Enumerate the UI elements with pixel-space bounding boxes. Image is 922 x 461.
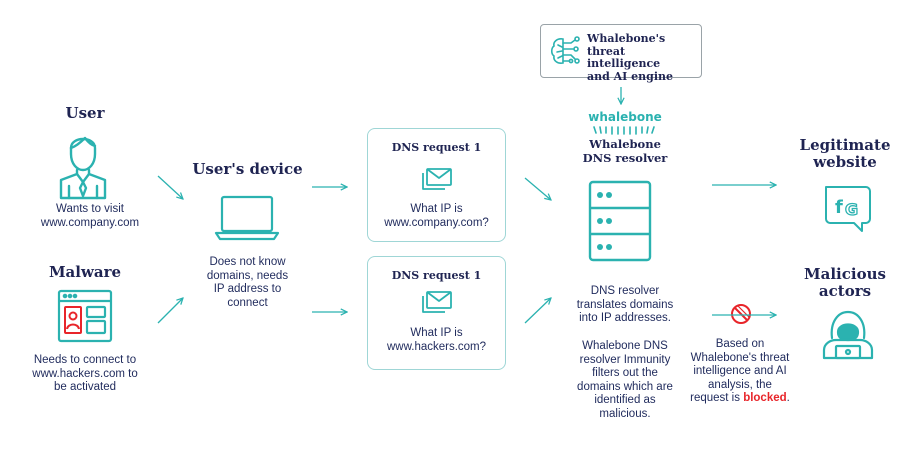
blocked-word: blocked [743,392,787,404]
resolver-immunity-line3: filters out the [592,367,658,379]
block-note-line5-prefix: request is [690,392,744,404]
ai-engine-line1: Whalebone's [587,32,666,45]
malware-desc: Needs to connect to www.hackers.com to b… [10,354,160,395]
malicious-title: Malicious actors [790,266,900,300]
person-icon [59,136,107,200]
resolver-immunity-line4: domains which are [577,380,673,393]
resolver-immunity-line2: resolver Immunity [579,353,671,366]
laptop-icon [214,195,280,241]
resolver-immunity-line1: Whalebone DNS [582,340,668,352]
ai-engine-line2: threat intelligence [587,44,661,70]
user-desc-line2: www.company.com [40,216,140,229]
block-note-line2: Whalebone's threat [690,351,790,364]
malicious-title-line1: Malicious [804,265,886,283]
resolver-title: Whalebone DNS resolver [565,137,685,165]
request2-title: DNS request 1 [391,269,482,282]
arrow-user-to-device [157,175,183,199]
block-note-line5: request is blocked. [675,392,805,406]
block-note-line1: Based on [715,338,765,350]
envelope-icon [422,291,452,313]
request1-title: DNS request 1 [391,141,482,154]
resolver-immunity-line6: malicious. [599,407,651,420]
resolver-immunity-line5: identified as [594,394,656,406]
malware-desc-line1: Needs to connect to [33,354,137,366]
user-desc-line1: Wants to visit [56,203,124,215]
block-note: Based on Whalebone's threat intelligence… [675,338,805,406]
resolver-desc-line1: DNS resolver [590,285,660,297]
ai-engine-text: Whalebone's threat intelligence and AI e… [587,32,697,83]
request2-question-line1: What IP is [410,327,463,339]
brain-circuit-icon [550,36,580,64]
resolver-title-line2: DNS resolver [582,150,668,165]
resolver-desc-line3: into IP addresses. [579,312,671,324]
device-desc-line1: Does not know [209,256,286,268]
legit-title-line1: Legitimate [799,136,891,154]
resolver-desc: DNS resolver translates domains into IP … [550,285,700,326]
block-note-line4: analysis, the [708,378,772,391]
malware-desc-line3: be activated [53,381,116,393]
social-bubble-icon: f G [825,186,871,232]
request2-question: What IP is www.hackers.com? [368,327,505,354]
ai-engine-line3: and AI engine [587,69,674,83]
ai-engine-box: Whalebone's threat intelligence and AI e… [540,24,702,82]
device-desc: Does not know domains, needs IP address … [185,256,310,310]
user-desc: Wants to visit www.company.com [15,203,165,230]
request1-question: What IP is www.company.com? [368,203,505,230]
svg-text:f: f [835,197,843,218]
malware-desc-line2: www.hackers.com to [32,367,138,380]
svg-text:G: G [845,200,858,219]
hooded-hacker-icon [822,310,874,360]
malware-title: Malware [48,263,122,281]
dns-request-box-2: DNS request 1 What IP is www.hackers.com… [367,256,506,370]
device-desc-line2: domains, needs [206,269,289,282]
dns-request-box-1: DNS request 1 What IP is www.company.com… [367,128,506,242]
server-icon [588,180,652,262]
user-title: User [65,104,105,122]
legit-title: Legitimate website [790,137,900,171]
arrow-request1-to-resolver [524,177,551,200]
arrow-malware-to-device [157,298,183,324]
request1-question-line2: www.company.com? [384,216,489,229]
device-desc-line3: IP address to [213,283,282,295]
malicious-title-line2: actors [818,282,872,300]
whalebone-logo: whalebone [588,110,662,124]
resolver-immunity-desc: Whalebone DNS resolver Immunity filters … [550,340,700,421]
arrow-request2-to-resolver [524,298,551,324]
resolver-desc-line2: translates domains [576,298,674,311]
device-desc-line4: connect [227,296,268,309]
malware-window-icon [57,289,113,343]
envelope-icon [422,168,452,190]
whalebone-logo-ribs-icon [593,126,655,135]
request1-question-line1: What IP is [410,203,463,215]
block-note-line5-suffix: . [786,392,790,404]
resolver-title-line1: Whalebone [589,137,661,151]
request2-question-line2: www.hackers.com? [386,340,487,353]
block-note-line3: intelligence and AI [693,365,787,377]
legit-title-line2: website [813,153,877,171]
device-title: User's device [192,160,303,178]
no-entry-icon [731,304,751,324]
